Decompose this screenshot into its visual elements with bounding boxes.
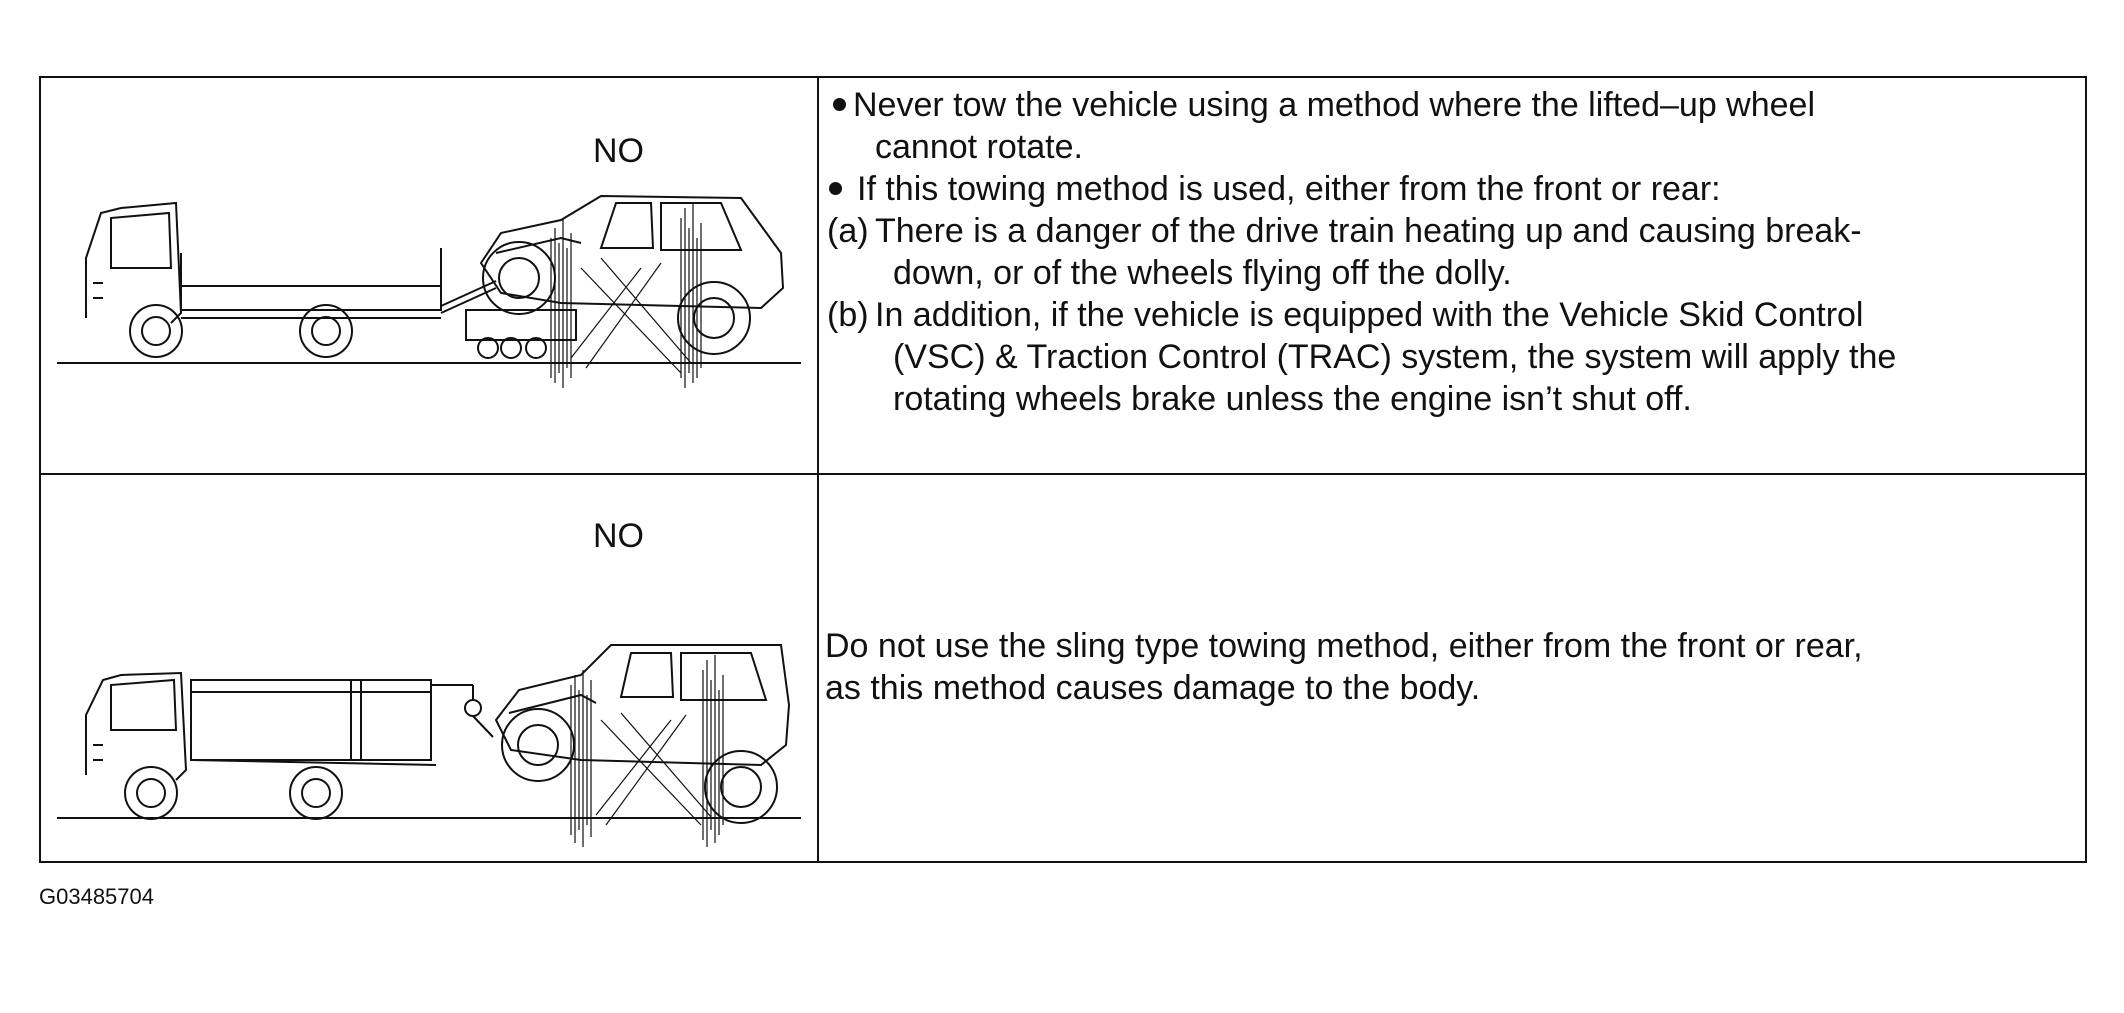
instruction-text: rotating wheels brake unless the engine … (893, 380, 1692, 418)
sub-item: (a) There is a danger of the drive train… (819, 210, 2085, 252)
list-item-continuation: cannot rotate. (819, 126, 2085, 168)
sub-item-marker: (b) (827, 296, 869, 334)
towing-instructions-table: NO (39, 76, 2087, 863)
instruction-text: down, or of the wheels flying off the do… (893, 254, 1512, 292)
list-item: Never tow the vehicle using a method whe… (819, 84, 2085, 126)
instruction-text: If this towing method is used, either fr… (857, 170, 1721, 208)
list-item: If this towing method is used, either fr… (819, 168, 2085, 210)
instruction-text: Never tow the vehicle using a method whe… (853, 86, 1816, 124)
row-divider (41, 473, 2085, 475)
bullet-icon (829, 182, 842, 195)
dolly-towing-instructions: Never tow the vehicle using a method whe… (819, 78, 2085, 479)
sling-tow-drawing (57, 644, 801, 847)
no-label: NO (593, 132, 644, 170)
sub-item-continuation: (VSC) & Traction Control (TRAC) system, … (819, 336, 2085, 378)
sub-item-marker: (a) (827, 212, 869, 250)
bullet-icon (833, 98, 846, 111)
instruction-text: There is a danger of the drive train hea… (875, 212, 1862, 250)
figure-code: G03485704 (39, 884, 154, 909)
sub-item-continuation: down, or of the wheels flying off the do… (819, 252, 2085, 294)
instruction-text: In addition, if the vehicle is equipped … (875, 296, 1864, 334)
column-divider (817, 78, 819, 861)
instruction-line: as this method causes damage to the body… (825, 669, 1481, 707)
sub-item-continuation: rotating wheels brake unless the engine … (819, 378, 2085, 420)
sub-item: (b) In addition, if the vehicle is equip… (819, 294, 2085, 336)
instruction-line: Do not use the sling type towing method,… (825, 627, 1863, 665)
dolly-towing-illustration: NO (41, 78, 817, 473)
instruction-text: (VSC) & Traction Control (TRAC) system, … (893, 338, 1897, 376)
instruction-text: cannot rotate. (875, 128, 1083, 166)
dolly-tow-drawing (57, 194, 801, 388)
sling-towing-illustration: NO (41, 475, 817, 863)
sling-towing-instructions: Do not use the sling type towing method,… (819, 475, 2091, 1013)
no-label: NO (593, 517, 644, 555)
